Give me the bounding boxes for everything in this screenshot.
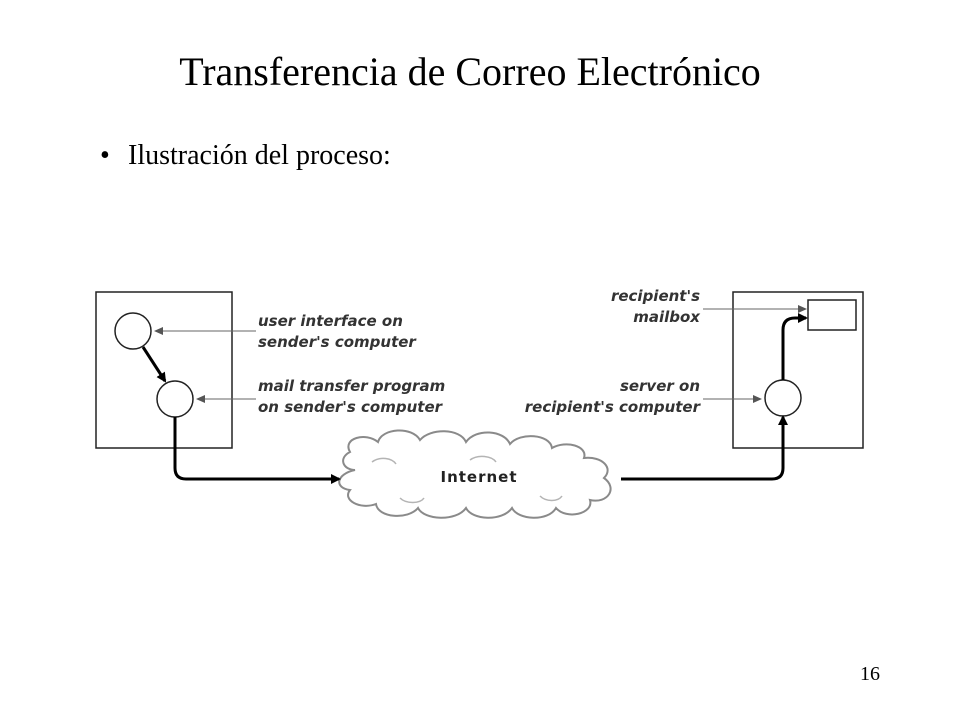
mailbox-label-line1: recipient's: [611, 287, 700, 305]
ui-label-line2: sender's computer: [258, 333, 417, 351]
bullet-item: • Ilustración del proceso:: [100, 138, 391, 174]
slide-title: Transferencia de Correo Electrónico: [179, 49, 761, 94]
server-label-line1: server on: [620, 377, 700, 395]
bullet-dot-icon: •: [100, 140, 110, 171]
server-label-line2: recipient's computer: [525, 398, 702, 416]
internet-to-recipient-path: [621, 415, 788, 481]
mtp-label-line1: mail transfer program: [258, 377, 445, 395]
internet-label: Internet: [440, 468, 517, 486]
page-number: 16: [860, 663, 880, 685]
recipient-computer-box: [732, 291, 864, 449]
server-to-mailbox-arrow: [781, 313, 808, 380]
ui-label-line1: user interface on: [258, 312, 403, 330]
sender-to-internet-path: [173, 417, 341, 484]
mtp-label-line2: on sender's computer: [258, 398, 444, 416]
sender-computer-box: [95, 291, 233, 449]
ui-to-mtp-arrow: [141, 346, 167, 383]
mailbox-rect: [807, 299, 857, 331]
user-interface-node: [114, 312, 152, 350]
recipient-server-node: [764, 379, 802, 417]
mailbox-label-line2: mailbox: [633, 308, 701, 326]
bullet-text: Ilustración del proceso:: [128, 140, 391, 171]
internet-cloud: [338, 429, 612, 519]
mail-transfer-node: [156, 380, 194, 418]
